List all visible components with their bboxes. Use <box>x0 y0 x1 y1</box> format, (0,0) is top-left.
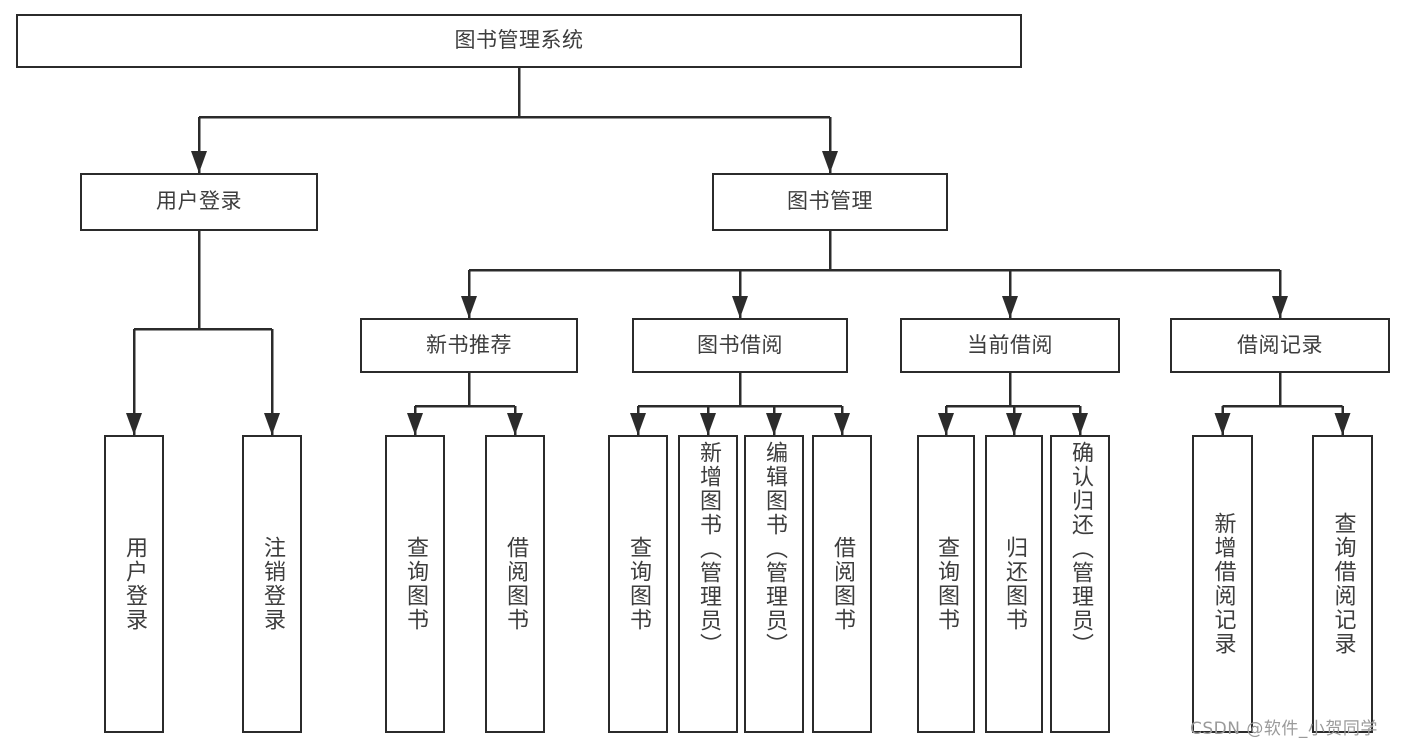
node-label: 查询图书 <box>402 536 428 632</box>
node-label: 用户登录 <box>121 536 147 632</box>
node-leaf-rec-1[interactable]: 新增借阅记录 <box>1192 435 1253 733</box>
node-borrow[interactable]: 图书借阅 <box>632 318 848 373</box>
node-bookmgmt[interactable]: 图书管理 <box>712 173 948 231</box>
node-label: 借阅图书 <box>502 536 528 632</box>
node-label: 查询借阅记录 <box>1330 512 1356 656</box>
node-leaf-cur-1[interactable]: 查询图书 <box>917 435 975 733</box>
node-label: 图书借阅 <box>697 332 783 357</box>
node-label: 查询图书 <box>933 536 959 632</box>
node-leaf-rec-2[interactable]: 查询借阅记录 <box>1312 435 1373 733</box>
node-label: 图书管理 <box>787 189 873 214</box>
node-current[interactable]: 当前借阅 <box>900 318 1120 373</box>
node-root[interactable]: 图书管理系统 <box>16 14 1022 68</box>
node-label: 注销登录 <box>259 536 285 632</box>
node-leaf-login-1[interactable]: 用户登录 <box>104 435 164 733</box>
node-label: 归还图书 <box>1001 536 1027 632</box>
node-label: 确认归还（管理员） <box>1067 441 1093 657</box>
node-label: 新增图书（管理员） <box>695 441 721 657</box>
node-leaf-bor-4[interactable]: 借阅图书 <box>812 435 872 733</box>
node-label: 编辑图书（管理员） <box>761 441 787 657</box>
node-label: 借阅记录 <box>1237 332 1323 357</box>
node-leaf-login-2[interactable]: 注销登录 <box>242 435 302 733</box>
node-record[interactable]: 借阅记录 <box>1170 318 1390 373</box>
node-leaf-new-1[interactable]: 查询图书 <box>385 435 445 733</box>
node-label: 用户登录 <box>156 189 242 214</box>
node-leaf-bor-3[interactable]: 编辑图书（管理员） <box>744 435 804 733</box>
node-login[interactable]: 用户登录 <box>80 173 318 231</box>
watermark-text: CSDN @软件_小贺同学 <box>1190 719 1378 739</box>
node-leaf-bor-1[interactable]: 查询图书 <box>608 435 668 733</box>
node-leaf-cur-3[interactable]: 确认归还（管理员） <box>1050 435 1110 733</box>
node-label: 图书管理系统 <box>454 28 584 53</box>
node-leaf-cur-2[interactable]: 归还图书 <box>985 435 1043 733</box>
node-label: 新书推荐 <box>426 332 512 357</box>
node-leaf-bor-2[interactable]: 新增图书（管理员） <box>678 435 738 733</box>
node-label: 新增借阅记录 <box>1210 512 1236 656</box>
node-leaf-new-2[interactable]: 借阅图书 <box>485 435 545 733</box>
node-label: 当前借阅 <box>967 332 1053 357</box>
node-newbook[interactable]: 新书推荐 <box>360 318 578 373</box>
node-label: 查询图书 <box>625 536 651 632</box>
node-label: 借阅图书 <box>829 536 855 632</box>
